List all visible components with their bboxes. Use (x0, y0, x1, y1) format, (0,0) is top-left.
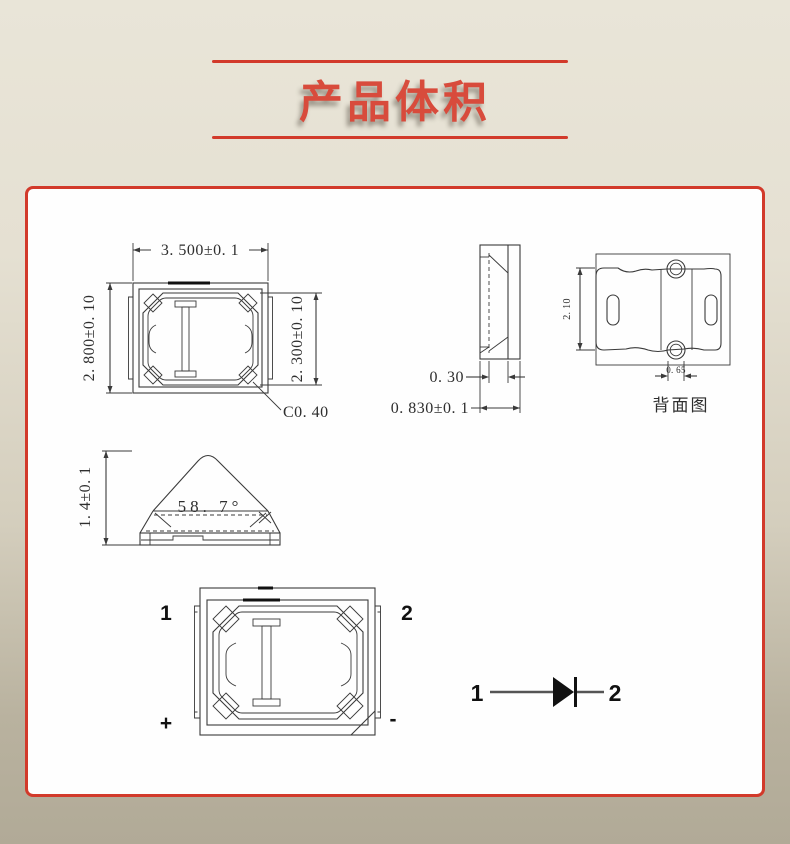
side-view-step-dim: 0. 30 (430, 369, 465, 386)
diode-pin1-label: 1 (471, 680, 484, 706)
polarity-cathode-mark: - (390, 708, 397, 731)
diode-triangle-icon (553, 677, 574, 707)
diode-pin2-label: 2 (609, 680, 622, 706)
back-view-pad-gap-dim: 0. 65 (666, 365, 686, 375)
lens-view-height-dim: 1. 4±0. 1 (77, 466, 94, 527)
diode-symbol: 1 2 (471, 677, 622, 707)
back-view-drawing: 2. 10 0. 65 背面图 (562, 253, 731, 415)
page-title: 产品体积 (299, 78, 491, 127)
dimension-drawing: 3. 500±0. 1 2. 800±0. 10 2. 300±0. 10 C0… (77, 242, 731, 736)
polarity-pin1-label: 1 (160, 602, 172, 625)
back-view-height-dim: 2. 10 (562, 298, 573, 320)
header-rule-top (212, 60, 568, 63)
top-view-cavity-height-dim: 2. 300±0. 10 (289, 296, 306, 383)
spec-panel: 3. 500±0. 1 2. 800±0. 10 2. 300±0. 10 C0… (25, 186, 765, 797)
back-view-caption: 背面图 (653, 396, 710, 415)
lens-view-drawing: 58. 7° 1. 4±0. 1 (77, 450, 281, 546)
top-view-height-dim: 2. 800±0. 10 (81, 295, 98, 382)
side-view-thickness-dim: 0. 830±0. 1 (391, 400, 469, 417)
lens-view-beam-angle: 58. 7° (178, 497, 243, 516)
top-view-chamfer-note: C0. 40 (283, 404, 329, 421)
top-view-width-dim: 3. 500±0. 1 (161, 242, 239, 259)
polarity-anode-mark: + (160, 712, 172, 735)
side-view-drawing: 0. 30 0. 830±0. 1 (391, 244, 525, 417)
polarity-pin2-label: 2 (401, 602, 413, 625)
polarity-view-drawing: 1 2 + - (160, 586, 413, 736)
top-view-drawing: 3. 500±0. 1 2. 800±0. 10 2. 300±0. 10 C0… (81, 242, 329, 421)
header-rule-bottom (212, 136, 568, 139)
